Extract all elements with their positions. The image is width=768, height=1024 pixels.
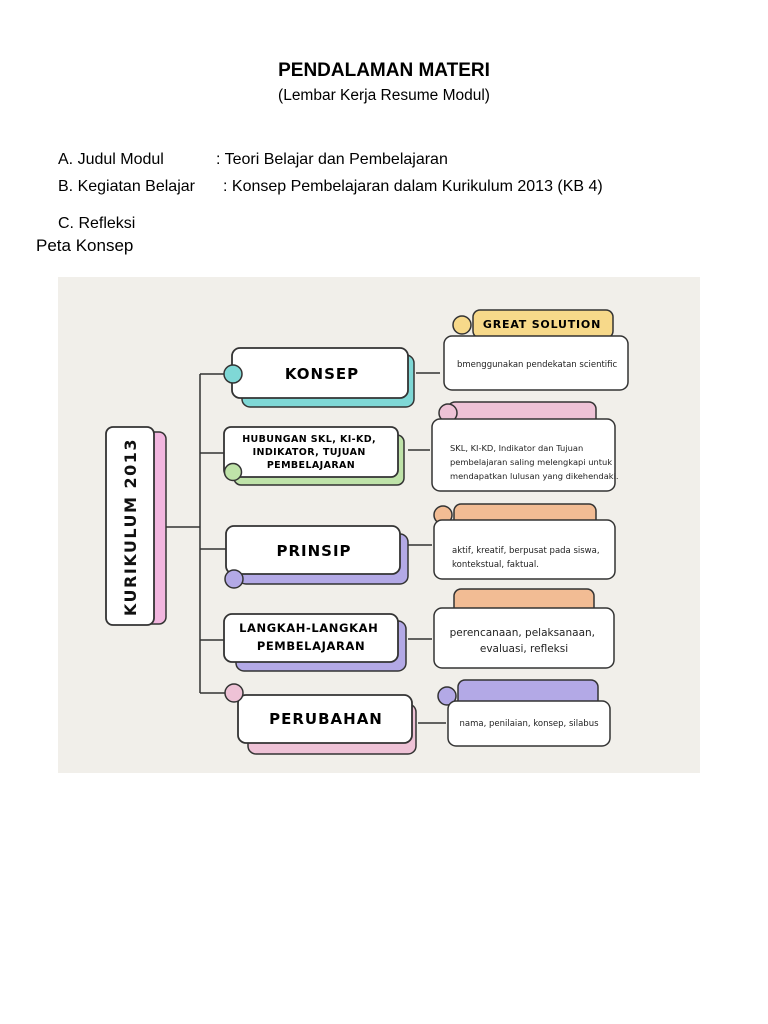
branch-langkah: LANGKAH-LANGKAH PEMBELAJARAN — [223, 613, 407, 672]
page-title: PENDALAMAN MATERI — [278, 60, 490, 81]
branch-hubungan-title: HUBUNGAN SKL, KI-KD, INDIKATOR, TUJUAN P… — [242, 434, 380, 471]
branch-prinsip: PRINSIP — [224, 525, 409, 589]
field-kegiatan-belajar-label: B. Kegiatan Belajar — [58, 178, 195, 195]
branch-konsep-title: KONSEP — [285, 365, 359, 383]
field-refleksi-label: C. Refleksi — [58, 215, 136, 232]
desc-prinsip: aktif, kreatif, berpusat pada siswa, kon… — [433, 503, 616, 580]
branch-konsep: KONSEP — [223, 347, 415, 408]
branch-langkah-title: LANGKAH-LANGKAH PEMBELAJARAN — [239, 621, 383, 653]
section-label: Peta Konsep — [36, 236, 134, 255]
great-solution-tag: GREAT SOLUTION — [483, 318, 601, 331]
branch-perubahan-title: PERUBAHAN — [269, 710, 383, 728]
desc-hubungan: SKL, KI-KD, Indikator dan Tujuan pembela… — [431, 401, 619, 492]
field-kegiatan-belajar: B. Kegiatan Belajar — [58, 178, 195, 196]
desc-konsep: GREAT SOLUTION bmenggunakan pendekatan s… — [443, 309, 629, 391]
desc-langkah: perencanaan, pelaksanaan, evaluasi, refl… — [433, 588, 615, 669]
concept-map: KURIKULUM 2013 KONSEP HUBUNGAN SKL, KI-K… — [58, 277, 700, 773]
field-kegiatan-belajar-value: : Konsep Pembelajaran dalam Kurikulum 20… — [223, 178, 603, 195]
page-subtitle: (Lembar Kerja Resume Modul) — [278, 87, 490, 104]
root-label: KURIKULUM 2013 — [121, 438, 140, 616]
field-judul-modul: A. Judul Modul — [58, 151, 164, 169]
desc-perubahan-text: nama, penilaian, konsep, silabus — [459, 719, 599, 729]
concept-map-svg: KURIKULUM 2013 KONSEP HUBUNGAN SKL, KI-K… — [105, 309, 629, 755]
connector-lines — [162, 372, 446, 724]
branch-perubahan: PERUBAHAN — [224, 683, 417, 755]
branch-hubungan: HUBUNGAN SKL, KI-KD, INDIKATOR, TUJUAN P… — [223, 426, 405, 486]
desc-hubungan-text: SKL, KI-KD, Indikator dan Tujuan pembela… — [450, 443, 619, 481]
desc-langkah-text: perencanaan, pelaksanaan, evaluasi, refl… — [450, 627, 599, 655]
root-node: KURIKULUM 2013 — [105, 426, 167, 626]
desc-konsep-text: bmenggunakan pendekatan scientific — [457, 360, 618, 370]
branch-prinsip-title: PRINSIP — [276, 542, 351, 560]
desc-perubahan: nama, penilaian, konsep, silabus — [437, 679, 611, 747]
desc-prinsip-text: aktif, kreatif, berpusat pada siswa, kon… — [452, 546, 602, 570]
field-judul-modul-value: : Teori Belajar dan Pembelajaran — [216, 151, 448, 168]
field-judul-modul-label: A. Judul Modul — [58, 151, 164, 168]
